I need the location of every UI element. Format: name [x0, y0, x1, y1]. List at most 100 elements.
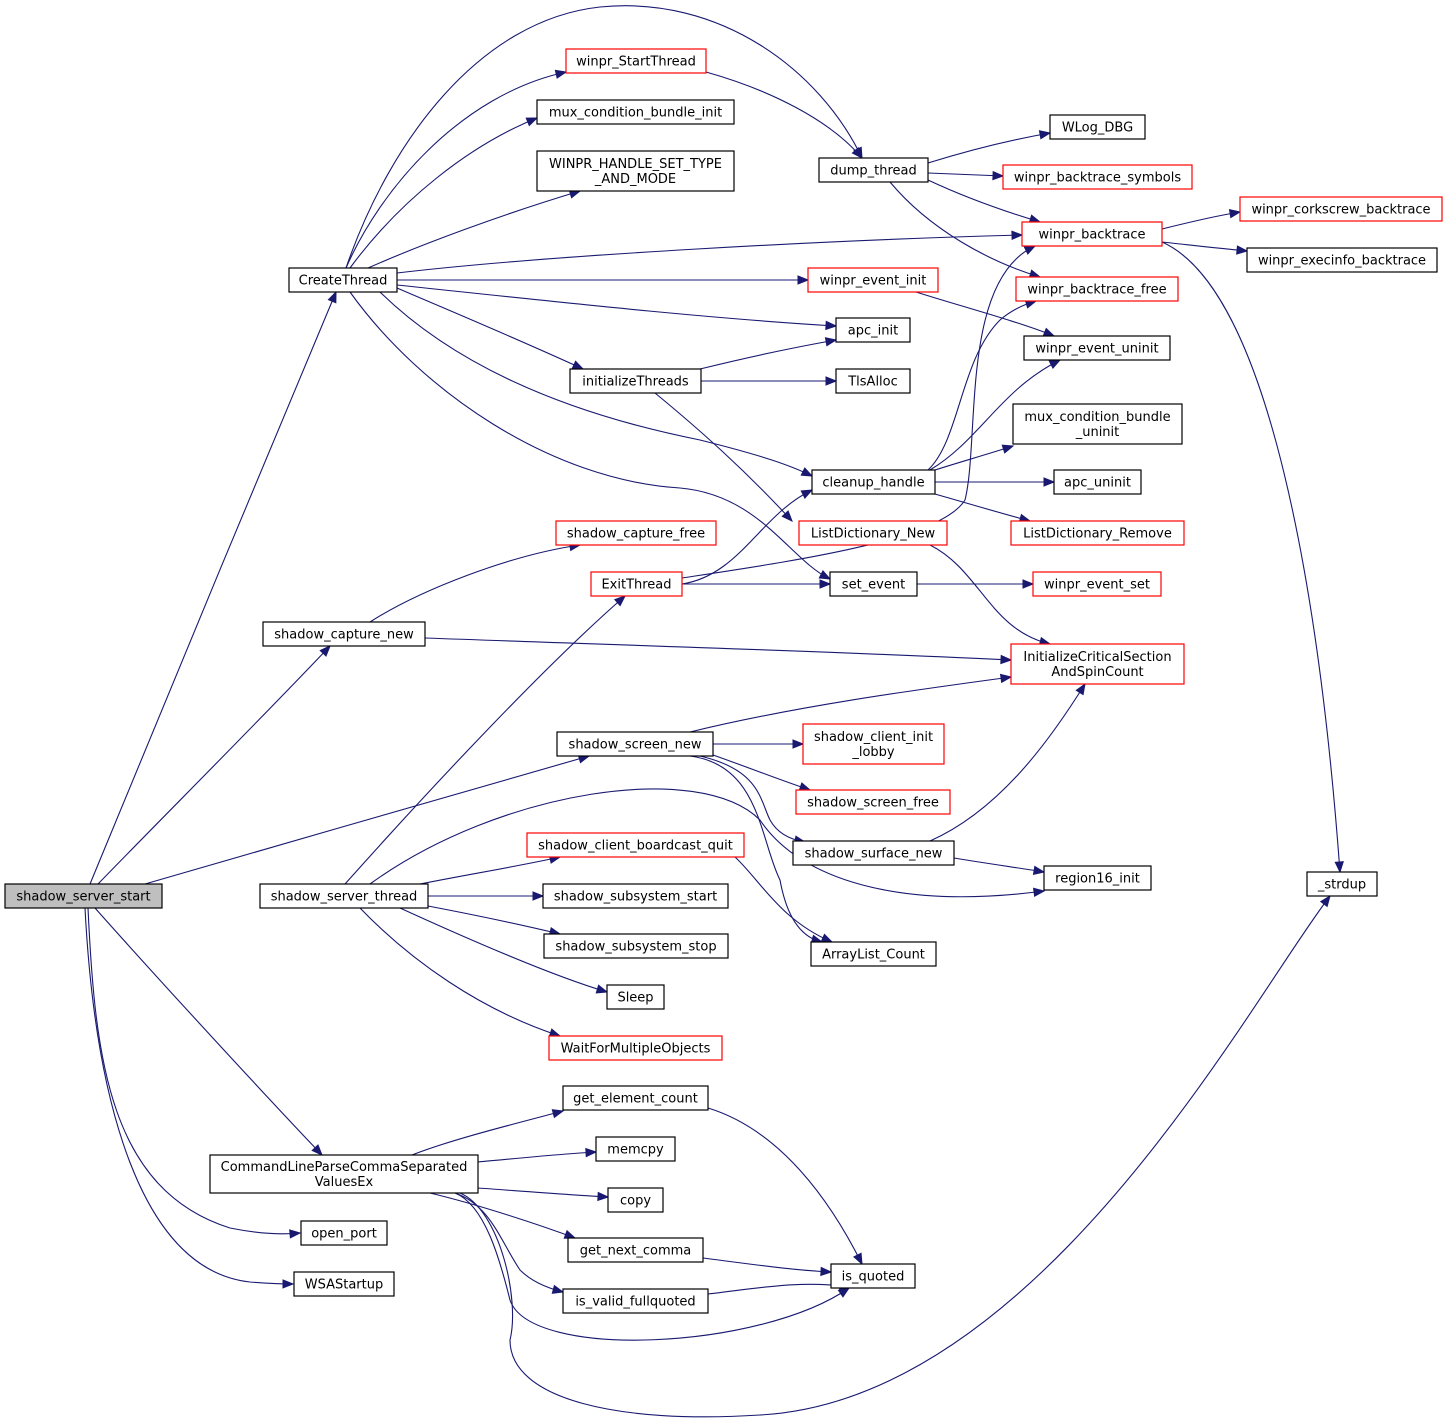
node-label: CommandLineParseCommaSeparated: [221, 1160, 468, 1175]
node-label: set_event: [842, 578, 905, 593]
node-label: ArrayList_Count: [822, 948, 925, 963]
node-shadow-subsystem-stop[interactable]: shadow_subsystem_stop: [543, 933, 729, 959]
node-mux-condition-bundle-uninit[interactable]: mux_condition_bundle_uninit: [1012, 403, 1183, 445]
edge-line: [734, 856, 833, 943]
arrowhead-winpr_backtrace-winpr_corkscrew_backtrace: [1228, 209, 1242, 219]
edge-ListDictionary_New-to-InitializeCriticalSection: [929, 544, 1052, 647]
node-wsastartup[interactable]: WSAStartup: [293, 1271, 395, 1297]
node-open-port[interactable]: open_port: [300, 1220, 388, 1246]
node-shadow-subsystem-start[interactable]: shadow_subsystem_start: [542, 883, 729, 909]
node-label: apc_init: [848, 324, 898, 339]
node-shadow-server-thread[interactable]: shadow_server_thread: [259, 883, 429, 909]
node-shadow-client-boardcast-quit[interactable]: shadow_client_boardcast_quit: [526, 832, 745, 858]
node-layer: shadow_server_start CreateThread shadow_ca…: [4, 48, 1443, 1314]
arrowhead-CreateThread-initializeThreads: [571, 360, 585, 370]
node-arraylist-count[interactable]: ArrayList_Count: [810, 941, 937, 967]
edge-line: [1161, 241, 1341, 873]
edge-layer: [84, 5, 1344, 1418]
edge-initializeThreads-to-apc_init: [699, 337, 838, 370]
node-box: [1002, 164, 1193, 190]
edge-line: [349, 291, 831, 580]
node-label: CreateThread: [299, 274, 388, 289]
node-box: [829, 571, 918, 597]
arrowhead-winpr_StartThread-dump_thread: [851, 146, 863, 160]
node-initializethreads[interactable]: initializeThreads: [569, 368, 702, 394]
node-label: _strdup: [1317, 878, 1366, 893]
node-dump-thread[interactable]: dump_thread: [818, 157, 929, 183]
node-get-next-comma[interactable]: get_next_comma: [567, 1237, 704, 1263]
node-exitthread[interactable]: ExitThread: [590, 571, 683, 597]
node-label: shadow_server_thread: [271, 890, 418, 905]
node-box: [590, 571, 683, 597]
node-shadow-screen-new[interactable]: shadow_screen_new: [556, 731, 714, 757]
node-memcpy[interactable]: memcpy: [595, 1136, 676, 1162]
node-shadow-screen-free[interactable]: shadow_screen_free: [795, 789, 951, 815]
node-box: [1053, 469, 1142, 495]
arrowhead-shadow_server_thread-Sleep: [595, 984, 609, 994]
edge-line: [953, 857, 1045, 873]
node-is-quoted[interactable]: is_quoted: [830, 1263, 916, 1289]
node-is-valid-fullquoted[interactable]: is_valid_fullquoted: [562, 1288, 709, 1314]
node-winpr-handle-set-type[interactable]: WINPR_HANDLE_SET_TYPE_AND_MODE: [536, 150, 735, 192]
node-box: [798, 520, 948, 546]
node-apc-init[interactable]: apc_init: [835, 317, 911, 343]
node-winpr-backtrace[interactable]: winpr_backtrace: [1021, 221, 1163, 247]
edge-shadow_screen_new-to-shadow_client_init_lobby: [713, 739, 805, 749]
node-box: [543, 933, 729, 959]
node-tlsalloc[interactable]: TlsAlloc: [835, 368, 911, 394]
node-winpr-event-init[interactable]: winpr_event_init: [807, 267, 939, 293]
node-label: WLog_DBG: [1062, 121, 1133, 136]
node-copy[interactable]: copy: [607, 1187, 664, 1213]
node-listdictionary-remove[interactable]: ListDictionary_Remove: [1010, 520, 1185, 546]
node-createthread[interactable]: CreateThread: [288, 267, 398, 293]
node-cleanup-handle[interactable]: cleanup_handle: [811, 469, 936, 495]
node-label: copy: [620, 1194, 651, 1209]
edge-line: [419, 856, 561, 885]
node-label: shadow_screen_free: [807, 796, 939, 811]
node-region16-init[interactable]: region16_init: [1043, 865, 1152, 891]
node-label: memcpy: [607, 1143, 664, 1158]
node-wlog-dbg[interactable]: WLog_DBG: [1049, 114, 1146, 140]
node-get-element-count[interactable]: get_element_count: [562, 1085, 709, 1111]
node-winpr-corkscrew-backtrace[interactable]: winpr_corkscrew_backtrace: [1239, 196, 1443, 222]
edge-shadow_server_thread-to-ExitThread: [344, 595, 627, 885]
arrowhead-CreateThread-winpr_backtrace: [1011, 230, 1024, 241]
edge-shadow_server_start-to-open_port: [87, 907, 302, 1239]
node-label: shadow_client_init: [814, 730, 933, 745]
node-label: shadow_client_boardcast_quit: [538, 839, 733, 854]
node-label: apc_uninit: [1064, 476, 1131, 491]
node-box: [565, 48, 707, 74]
node-shadow-capture-free[interactable]: shadow_capture_free: [555, 520, 717, 546]
edge-winpr_StartThread-to-dump_thread: [705, 71, 863, 160]
node-sleep[interactable]: Sleep: [606, 984, 665, 1010]
node-set-event[interactable]: set_event: [829, 571, 918, 597]
node-winpr-execinfo-backtrace[interactable]: winpr_execinfo_backtrace: [1246, 247, 1438, 273]
node-winpr-startthread[interactable]: winpr_StartThread: [565, 48, 707, 74]
node-winpr-backtrace-free[interactable]: winpr_backtrace_free: [1015, 276, 1179, 302]
node-shadow-client-init-lobby[interactable]: shadow_client_init_lobby: [802, 723, 945, 765]
node-mux-condition-bundle-init[interactable]: mux_condition_bundle_init: [536, 99, 735, 125]
edge-CreateThread-to-winpr_StartThread: [345, 69, 568, 269]
edge-line: [396, 284, 837, 327]
node-winpr-backtrace-symbols[interactable]: winpr_backtrace_symbols: [1002, 164, 1193, 190]
edge-CommandLineParse-to-_strdup: [459, 894, 1331, 1418]
edge-line: [144, 755, 590, 885]
node-winpr-event-uninit[interactable]: winpr_event_uninit: [1023, 335, 1171, 361]
edge-line: [459, 895, 1331, 1418]
node-winpr-event-set[interactable]: winpr_event_set: [1032, 571, 1162, 597]
node-box: [569, 368, 702, 394]
node-listdictionary-new[interactable]: ListDictionary_New: [798, 520, 948, 546]
edge-line: [349, 117, 538, 269]
node-box: [792, 840, 955, 866]
node-waitformultipleobjects[interactable]: WaitForMultipleObjects: [548, 1035, 723, 1061]
node-shadow-surface-new[interactable]: shadow_surface_new: [792, 840, 955, 866]
node-box: [1015, 276, 1179, 302]
node-shadow-capture-new[interactable]: shadow_capture_new: [262, 621, 426, 647]
node--strdup[interactable]: _strdup: [1306, 871, 1378, 897]
node-label: ValuesEx: [315, 1175, 374, 1190]
node-apc-uninit[interactable]: apc_uninit: [1053, 469, 1142, 495]
edge-dump_thread-to-WLog_DBG: [927, 130, 1052, 164]
node-shadow-server-start[interactable]: shadow_server_start: [4, 883, 163, 909]
